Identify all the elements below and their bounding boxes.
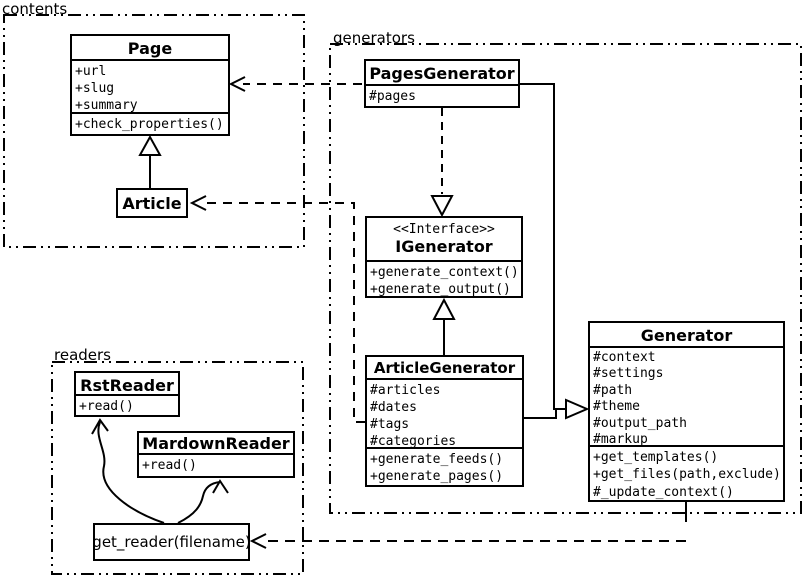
class-mardownreader-name: MardownReader [142,434,290,453]
package-contents-border [3,14,305,248]
attribute: +slug [75,80,115,96]
method: +check_properties() [75,117,224,133]
class-page-name: Page [127,39,173,58]
open-arrowhead-mardownreader [212,479,229,494]
hollow-triangle-arrowhead-igenerator-top [430,195,454,218]
class-generator-attributes: #context #settings #path #theme #output_… [590,345,783,445]
attribute: #context [593,349,656,365]
dependency-articlegenerator-to-article-line [202,202,365,423]
interface-igenerator-methods: +generate_context() +generate_output() [367,260,521,296]
generalization-articlegenerator-to-generator-line [523,409,557,419]
class-articlegenerator: ArticleGenerator #articles #dates #tags … [365,355,524,487]
package-generators-border [329,43,802,514]
class-page-attributes: +url +slug +summary [72,58,228,113]
package-contents-label: contents [2,0,68,18]
open-arrowhead-article [189,195,207,211]
method: +get_templates() [593,449,719,465]
hollow-triangle-arrowhead-generator [565,398,590,420]
function-get-reader: get_reader(filename) [92,523,251,561]
attribute: +url [75,63,107,79]
class-rstreader-name: RstReader [80,376,174,395]
class-rstreader: RstReader +read() [74,371,180,417]
method: +generate_feeds() [370,452,504,468]
method: +read() [142,458,197,474]
hollow-triangle-arrowhead-page [138,134,162,156]
open-arrowhead-getreader [249,533,267,549]
interface-igenerator-header: <<Interface>> IGenerator [367,218,521,260]
attribute: #theme [593,399,640,415]
class-generator-methods: +get_templates() +get_files(path,exclude… [590,444,783,500]
class-pagesgenerator-name: PagesGenerator [369,64,515,83]
class-mardownreader: MardownReader +read() [137,431,295,478]
package-readers-border [51,361,304,575]
class-generator: Generator #context #settings #path #them… [588,321,785,502]
attribute: #path [593,382,633,398]
attribute: #tags [370,416,410,432]
method: +generate_pages() [370,469,504,485]
attribute: #categories [370,433,457,448]
arrow-getreader-to-mardownreader-curve [177,481,221,524]
attribute: +summary [75,97,138,113]
class-pagesgenerator: PagesGenerator #pages [364,59,520,108]
interface-stereotype: <<Interface>> [393,222,495,237]
class-mardownreader-methods: +read() [139,453,293,476]
class-rstreader-methods: +read() [76,394,178,415]
attribute: #pages [369,88,416,104]
method: +generate_context() [370,265,519,280]
package-generators-label: generators [333,29,415,47]
interface-igenerator-name: IGenerator [395,237,493,256]
attribute: #articles [370,382,441,398]
open-arrowhead-page [228,76,246,92]
method: +get_files(path,exclude) [593,467,781,483]
hollow-triangle-arrowhead-igenerator-bottom [432,297,456,320]
class-article-name: Article [122,193,182,213]
function-get-reader-label: get_reader(filename) [92,533,251,551]
class-articlegenerator-name: ArticleGenerator [373,359,516,377]
attribute: #dates [370,399,417,415]
open-arrowhead-rstreader [91,418,109,435]
generalization-pagesgenerator-to-generator-line [520,83,565,410]
class-articlegenerator-methods: +generate_feeds() +generate_pages() [367,447,522,485]
attribute: #output_path [593,415,687,431]
method: #_update_context() [593,484,734,500]
method: +generate_output() [370,282,511,296]
arrow-getreader-to-rstreader-curve [97,421,165,524]
method: +read() [79,399,134,415]
class-page: Page +url +slug +summary +check_properti… [70,34,230,136]
class-articlegenerator-attributes: #articles #dates #tags #categories [367,377,522,448]
class-generator-name: Generator [640,326,733,345]
class-page-methods: +check_properties() [72,112,228,134]
package-readers-label: readers [54,346,111,364]
class-article: Article [116,188,188,218]
class-pagesgenerator-attributes: #pages [366,83,518,106]
attribute: #markup [593,431,648,445]
attribute: #settings [593,366,664,382]
interface-igenerator: <<Interface>> IGenerator +generate_conte… [365,216,523,298]
